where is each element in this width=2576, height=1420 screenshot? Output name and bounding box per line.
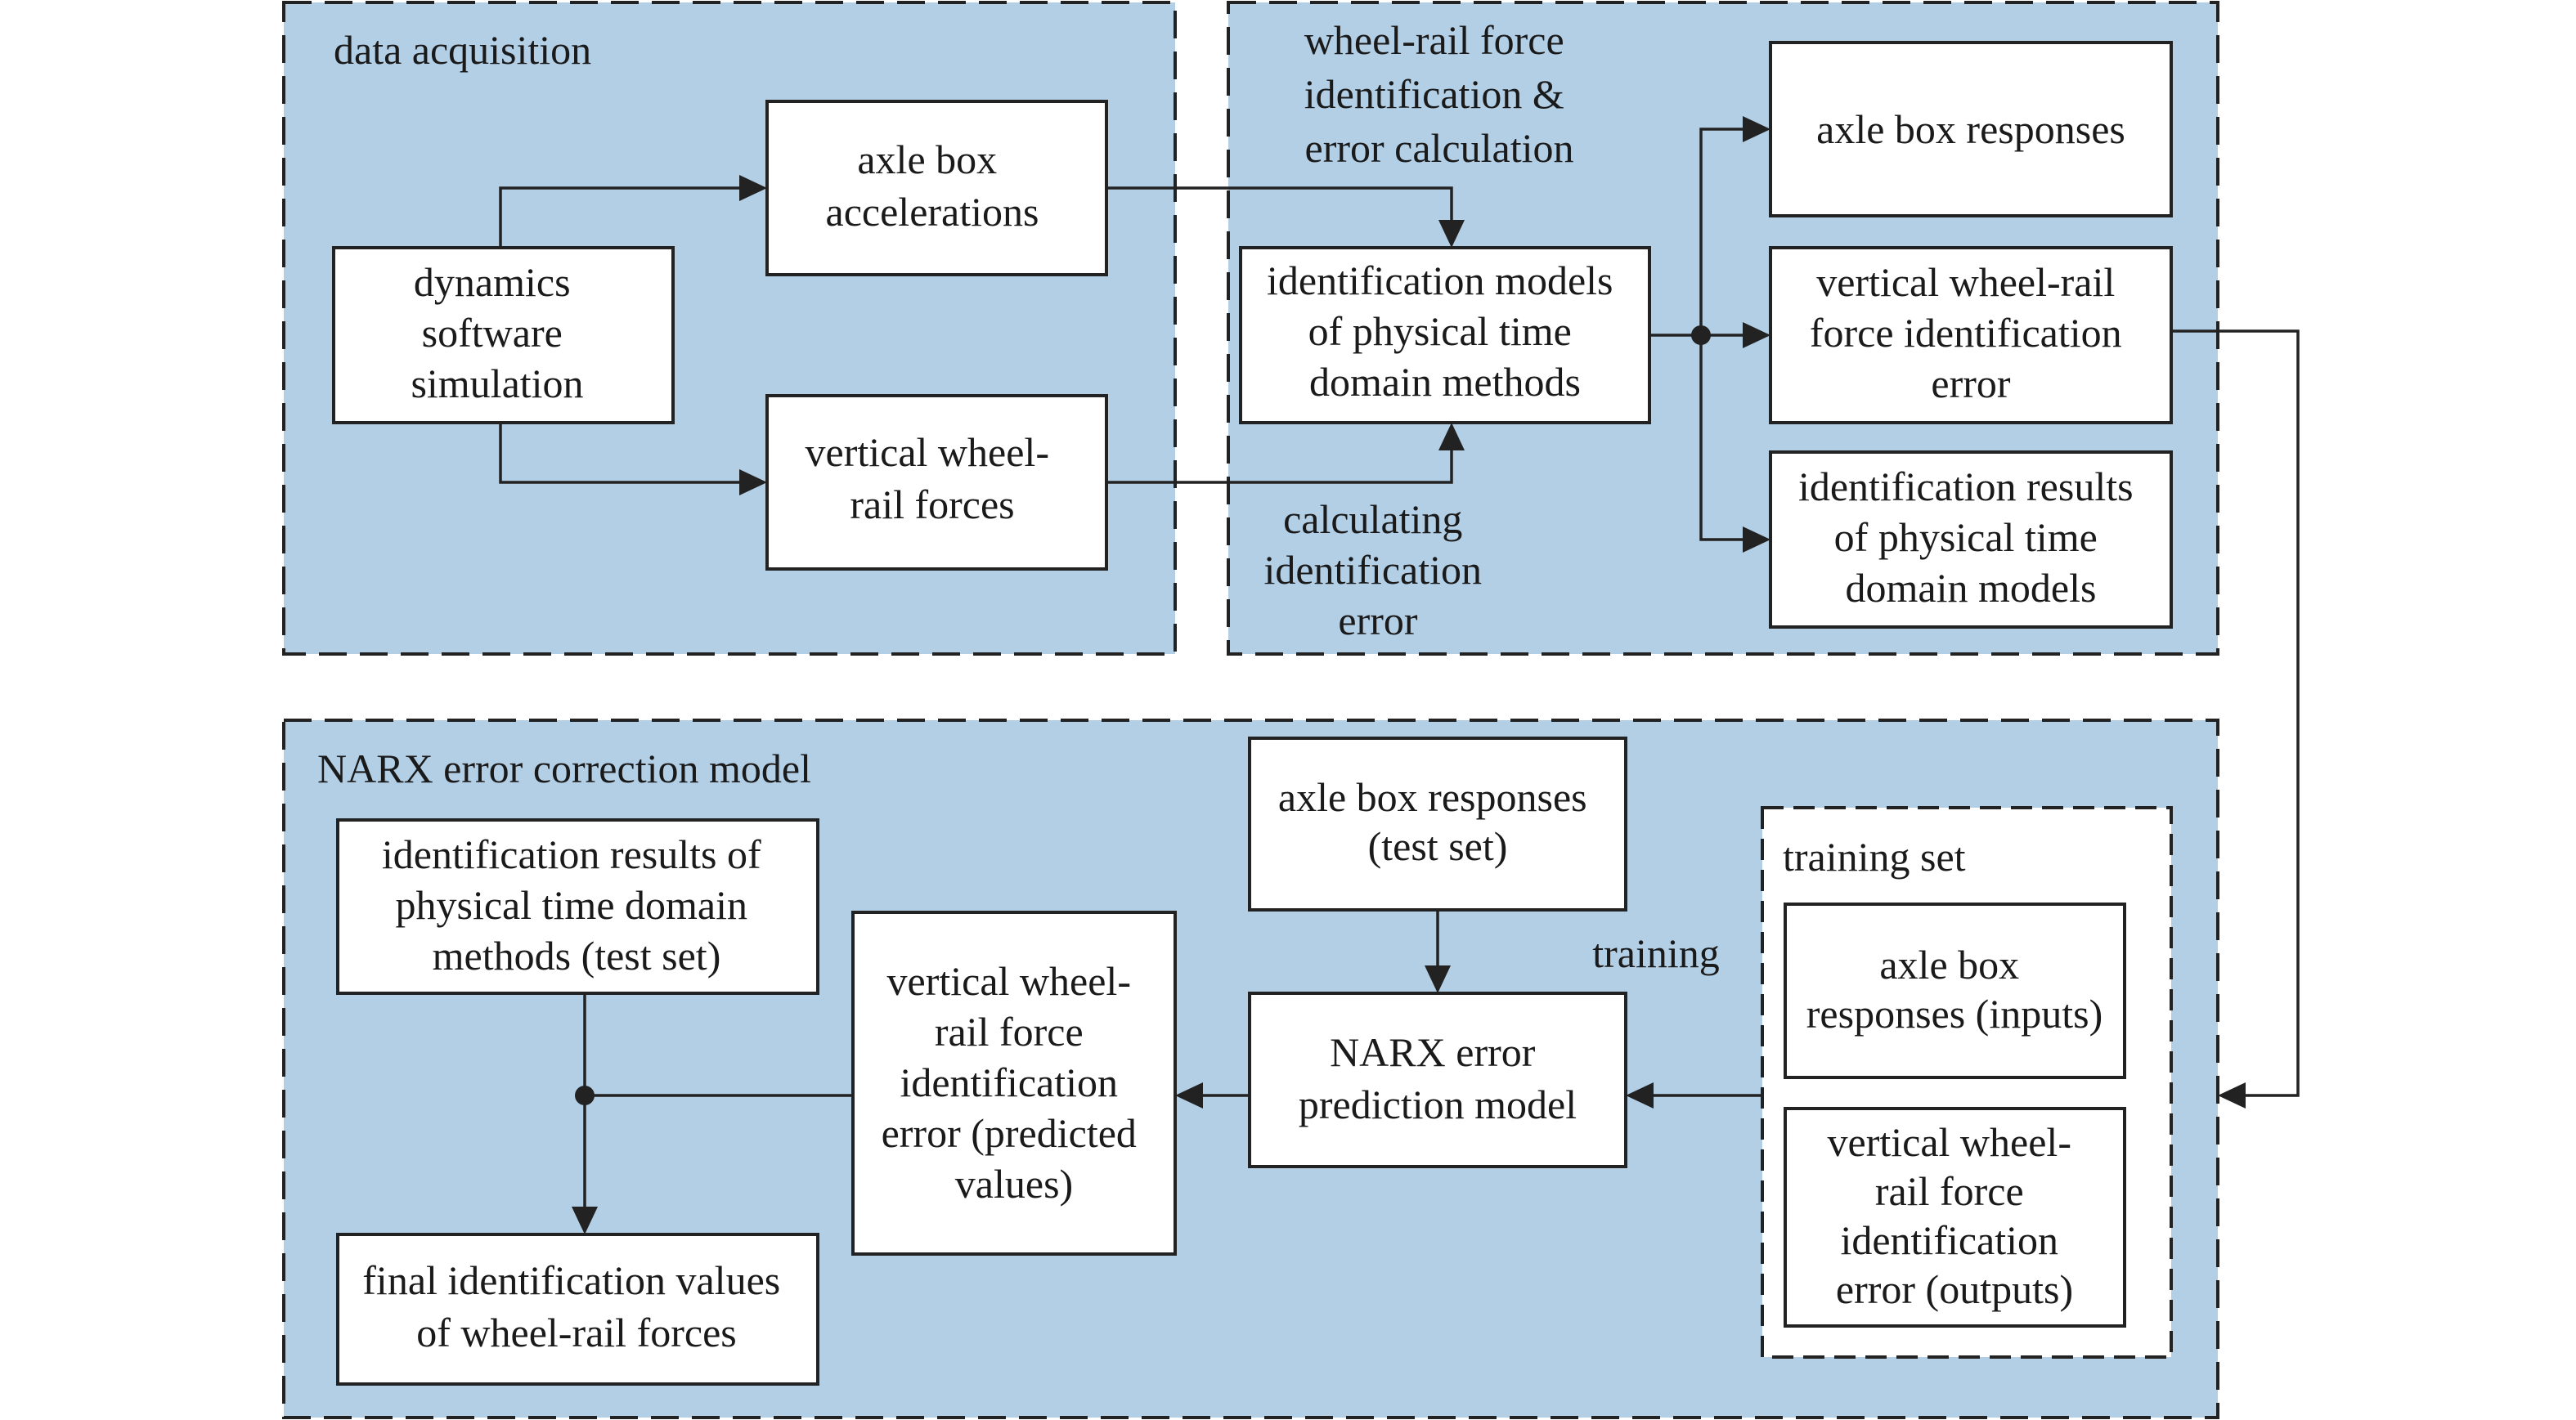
svg-text:vertical wheel- rail for: vertical wheel- rail force identificatio…: [1828, 1119, 2082, 1312]
connector-sim-to-accelerations: [499, 175, 767, 248]
box-axle-box-responses-test: axle box responses (test set): [1248, 737, 1627, 912]
label-calculating-error: calculating identification error: [1263, 496, 1492, 643]
svg-text:dynamics software: dynamics software simulation: [411, 259, 583, 406]
box-identification-results-test: identification results of physical time …: [336, 818, 819, 995]
connector-models-to-outputs: [1649, 116, 1770, 553]
box-final-identification-values: final identification values of wheel-rai…: [336, 1233, 819, 1386]
svg-text:vertical wheel- rail for: vertical wheel- rail force identificatio…: [882, 958, 1147, 1207]
connector-training-to-narx: [1626, 1082, 1762, 1109]
svg-text:vertical wheel-rail forc: vertical wheel-rail force identification…: [1810, 259, 2132, 406]
svg-text:axle box responses (inpu: axle box responses (inputs): [1806, 942, 2103, 1037]
svg-text:vertical wheel- rail for: vertical wheel- rail forces: [806, 429, 1060, 527]
box-axle-box-responses: axle box responses: [1769, 41, 2173, 217]
box-predicted-error: vertical wheel- rail force identificatio…: [851, 911, 1177, 1256]
box-training-outputs: vertical wheel- rail force identificatio…: [1784, 1107, 2126, 1328]
box-vertical-force-identification-error: vertical wheel-rail force identification…: [1769, 246, 2173, 424]
label-training: training: [1592, 930, 1720, 976]
connector-test-to-narx: [1425, 910, 1451, 993]
svg-text:axle box responses: axle box responses: [1816, 106, 2125, 152]
panel-title-training-set: training set: [1783, 834, 1966, 880]
box-narx-prediction-model: NARX error prediction model: [1248, 992, 1627, 1168]
panel-title-force-identification: wheel-rail force identification & error …: [1304, 17, 1574, 171]
svg-text:identification results of: identification results of physical time …: [382, 831, 771, 979]
box-identification-models: identification models of physical time d…: [1239, 246, 1651, 424]
connector-error-to-training-set: [2171, 329, 2300, 1109]
svg-text:NARX error prediction mo: NARX error prediction model: [1299, 1029, 1577, 1127]
svg-text:identification results o: identification results of physical time …: [1798, 464, 2143, 611]
connector-forces-to-models: [1106, 423, 1465, 484]
connector-to-final-values: [572, 993, 853, 1234]
svg-text:axle box accelerations: axle box accelerations: [826, 137, 1039, 235]
box-training-inputs: axle box responses (inputs): [1784, 903, 2126, 1079]
svg-text:final identification values: final identification values of wheel-rai…: [362, 1257, 790, 1355]
box-dynamics-simulation: dynamics software simulation: [332, 246, 675, 424]
panel-title-narx: NARX error correction model: [317, 746, 811, 791]
connector-sim-to-forces: [499, 423, 767, 495]
connector-accelerations-to-models: [1106, 186, 1465, 248]
svg-text:identification models of: identification models of physical time d…: [1267, 258, 1623, 405]
box-identification-results-models: identification results of physical time …: [1769, 450, 2173, 629]
box-axle-box-accelerations: axle box accelerations: [765, 100, 1108, 276]
box-vertical-wheel-rail-forces: vertical wheel- rail forces: [765, 394, 1108, 571]
connector-narx-to-predicted: [1175, 1082, 1250, 1109]
svg-text:axle box responses (test: axle box responses (test set): [1278, 774, 1597, 869]
panel-title-data-acquisition: data acquisition: [334, 27, 591, 73]
